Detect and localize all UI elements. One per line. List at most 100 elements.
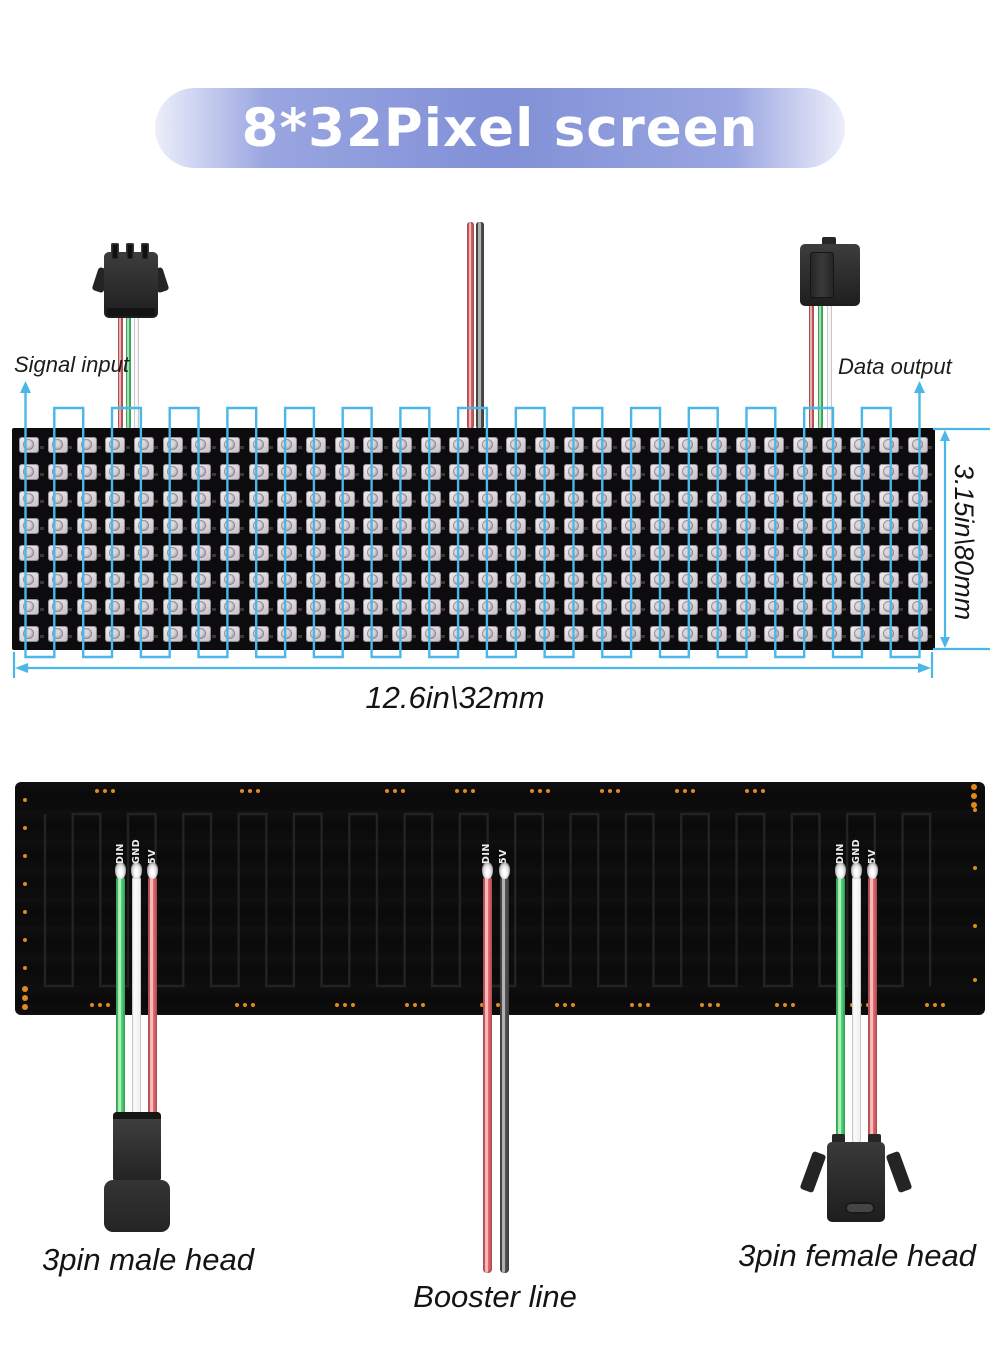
led-cell <box>130 431 159 458</box>
pad-label-5v: 5V <box>867 849 878 864</box>
led-cell <box>531 485 560 512</box>
solder-via-dot <box>98 1003 102 1007</box>
led-cell <box>244 458 273 485</box>
led-cell <box>244 566 273 593</box>
led-chip <box>420 598 441 615</box>
led-chip <box>334 571 355 588</box>
led-chip <box>420 490 441 507</box>
led-cell <box>502 566 531 593</box>
led-chip <box>649 436 670 453</box>
led-chip <box>535 436 556 453</box>
led-cell <box>617 539 646 566</box>
led-cell <box>44 485 73 512</box>
led-cell <box>875 431 904 458</box>
solder-via-dot <box>753 789 757 793</box>
led-chip <box>592 544 613 561</box>
led-cell <box>789 620 818 647</box>
led-chip <box>649 544 670 561</box>
solder-via-dot <box>23 882 27 886</box>
solder-pad <box>131 862 142 879</box>
led-cell <box>846 458 875 485</box>
led-chip <box>563 463 584 480</box>
led-chip <box>363 625 384 642</box>
led-cell <box>187 512 216 539</box>
led-chip <box>735 463 756 480</box>
led-cell <box>388 620 417 647</box>
led-cell <box>645 512 674 539</box>
solder-via-dot <box>240 789 244 793</box>
solder-via-dot <box>343 1003 347 1007</box>
led-cell <box>903 539 932 566</box>
led-cell <box>531 620 560 647</box>
solder-via-dot <box>335 1003 339 1007</box>
led-cell <box>15 512 44 539</box>
led-cell <box>445 539 474 566</box>
led-chip <box>563 490 584 507</box>
led-chip <box>707 571 728 588</box>
led-cell <box>474 431 503 458</box>
red-wire <box>809 303 814 429</box>
led-chip <box>76 490 97 507</box>
led-cell <box>531 512 560 539</box>
led-chip <box>334 463 355 480</box>
led-cell <box>416 620 445 647</box>
led-cell <box>817 431 846 458</box>
led-cell <box>72 593 101 620</box>
led-chip <box>506 544 527 561</box>
solder-via-dot <box>775 1003 779 1007</box>
led-cell <box>72 431 101 458</box>
led-cell <box>388 593 417 620</box>
led-chip <box>391 571 412 588</box>
led-cell <box>72 512 101 539</box>
led-chip <box>764 490 785 507</box>
solder-via-dot <box>745 789 749 793</box>
led-cell <box>187 566 216 593</box>
pad-label-din: DIN <box>115 843 126 864</box>
led-cell <box>158 458 187 485</box>
led-cell <box>302 620 331 647</box>
led-cell <box>502 539 531 566</box>
led-cell <box>903 620 932 647</box>
solder-via-dot <box>683 789 687 793</box>
led-cell <box>416 485 445 512</box>
led-cell <box>187 431 216 458</box>
led-cell <box>588 431 617 458</box>
led-cell <box>445 512 474 539</box>
led-chip <box>850 598 871 615</box>
solder-via-dot <box>925 1003 929 1007</box>
led-cell <box>15 620 44 647</box>
led-chip <box>334 490 355 507</box>
led-chip <box>305 544 326 561</box>
led-cell <box>44 620 73 647</box>
led-cell <box>72 458 101 485</box>
solder-via-dot <box>563 1003 567 1007</box>
led-cell <box>559 566 588 593</box>
led-cell <box>101 458 130 485</box>
led-cell <box>846 431 875 458</box>
solder-via-dot <box>23 798 27 802</box>
led-cell <box>244 620 273 647</box>
led-cell <box>244 539 273 566</box>
led-cell <box>502 512 531 539</box>
solder-via-dot <box>471 789 475 793</box>
led-chip <box>162 436 183 453</box>
led-cell <box>817 539 846 566</box>
led-cell <box>903 566 932 593</box>
led-cell <box>244 593 273 620</box>
led-cell <box>330 431 359 458</box>
led-cell <box>531 458 560 485</box>
led-chip <box>449 490 470 507</box>
led-chip <box>850 571 871 588</box>
solder-via-dot <box>455 789 459 793</box>
led-chip <box>649 517 670 534</box>
led-cell <box>588 458 617 485</box>
male-connector-bottom-base <box>104 1180 170 1232</box>
led-cell <box>388 539 417 566</box>
led-cell <box>731 539 760 566</box>
led-cell <box>559 485 588 512</box>
led-chip <box>133 625 154 642</box>
led-cell <box>731 485 760 512</box>
red-wire <box>118 316 123 429</box>
led-chip <box>133 598 154 615</box>
led-cell <box>559 512 588 539</box>
